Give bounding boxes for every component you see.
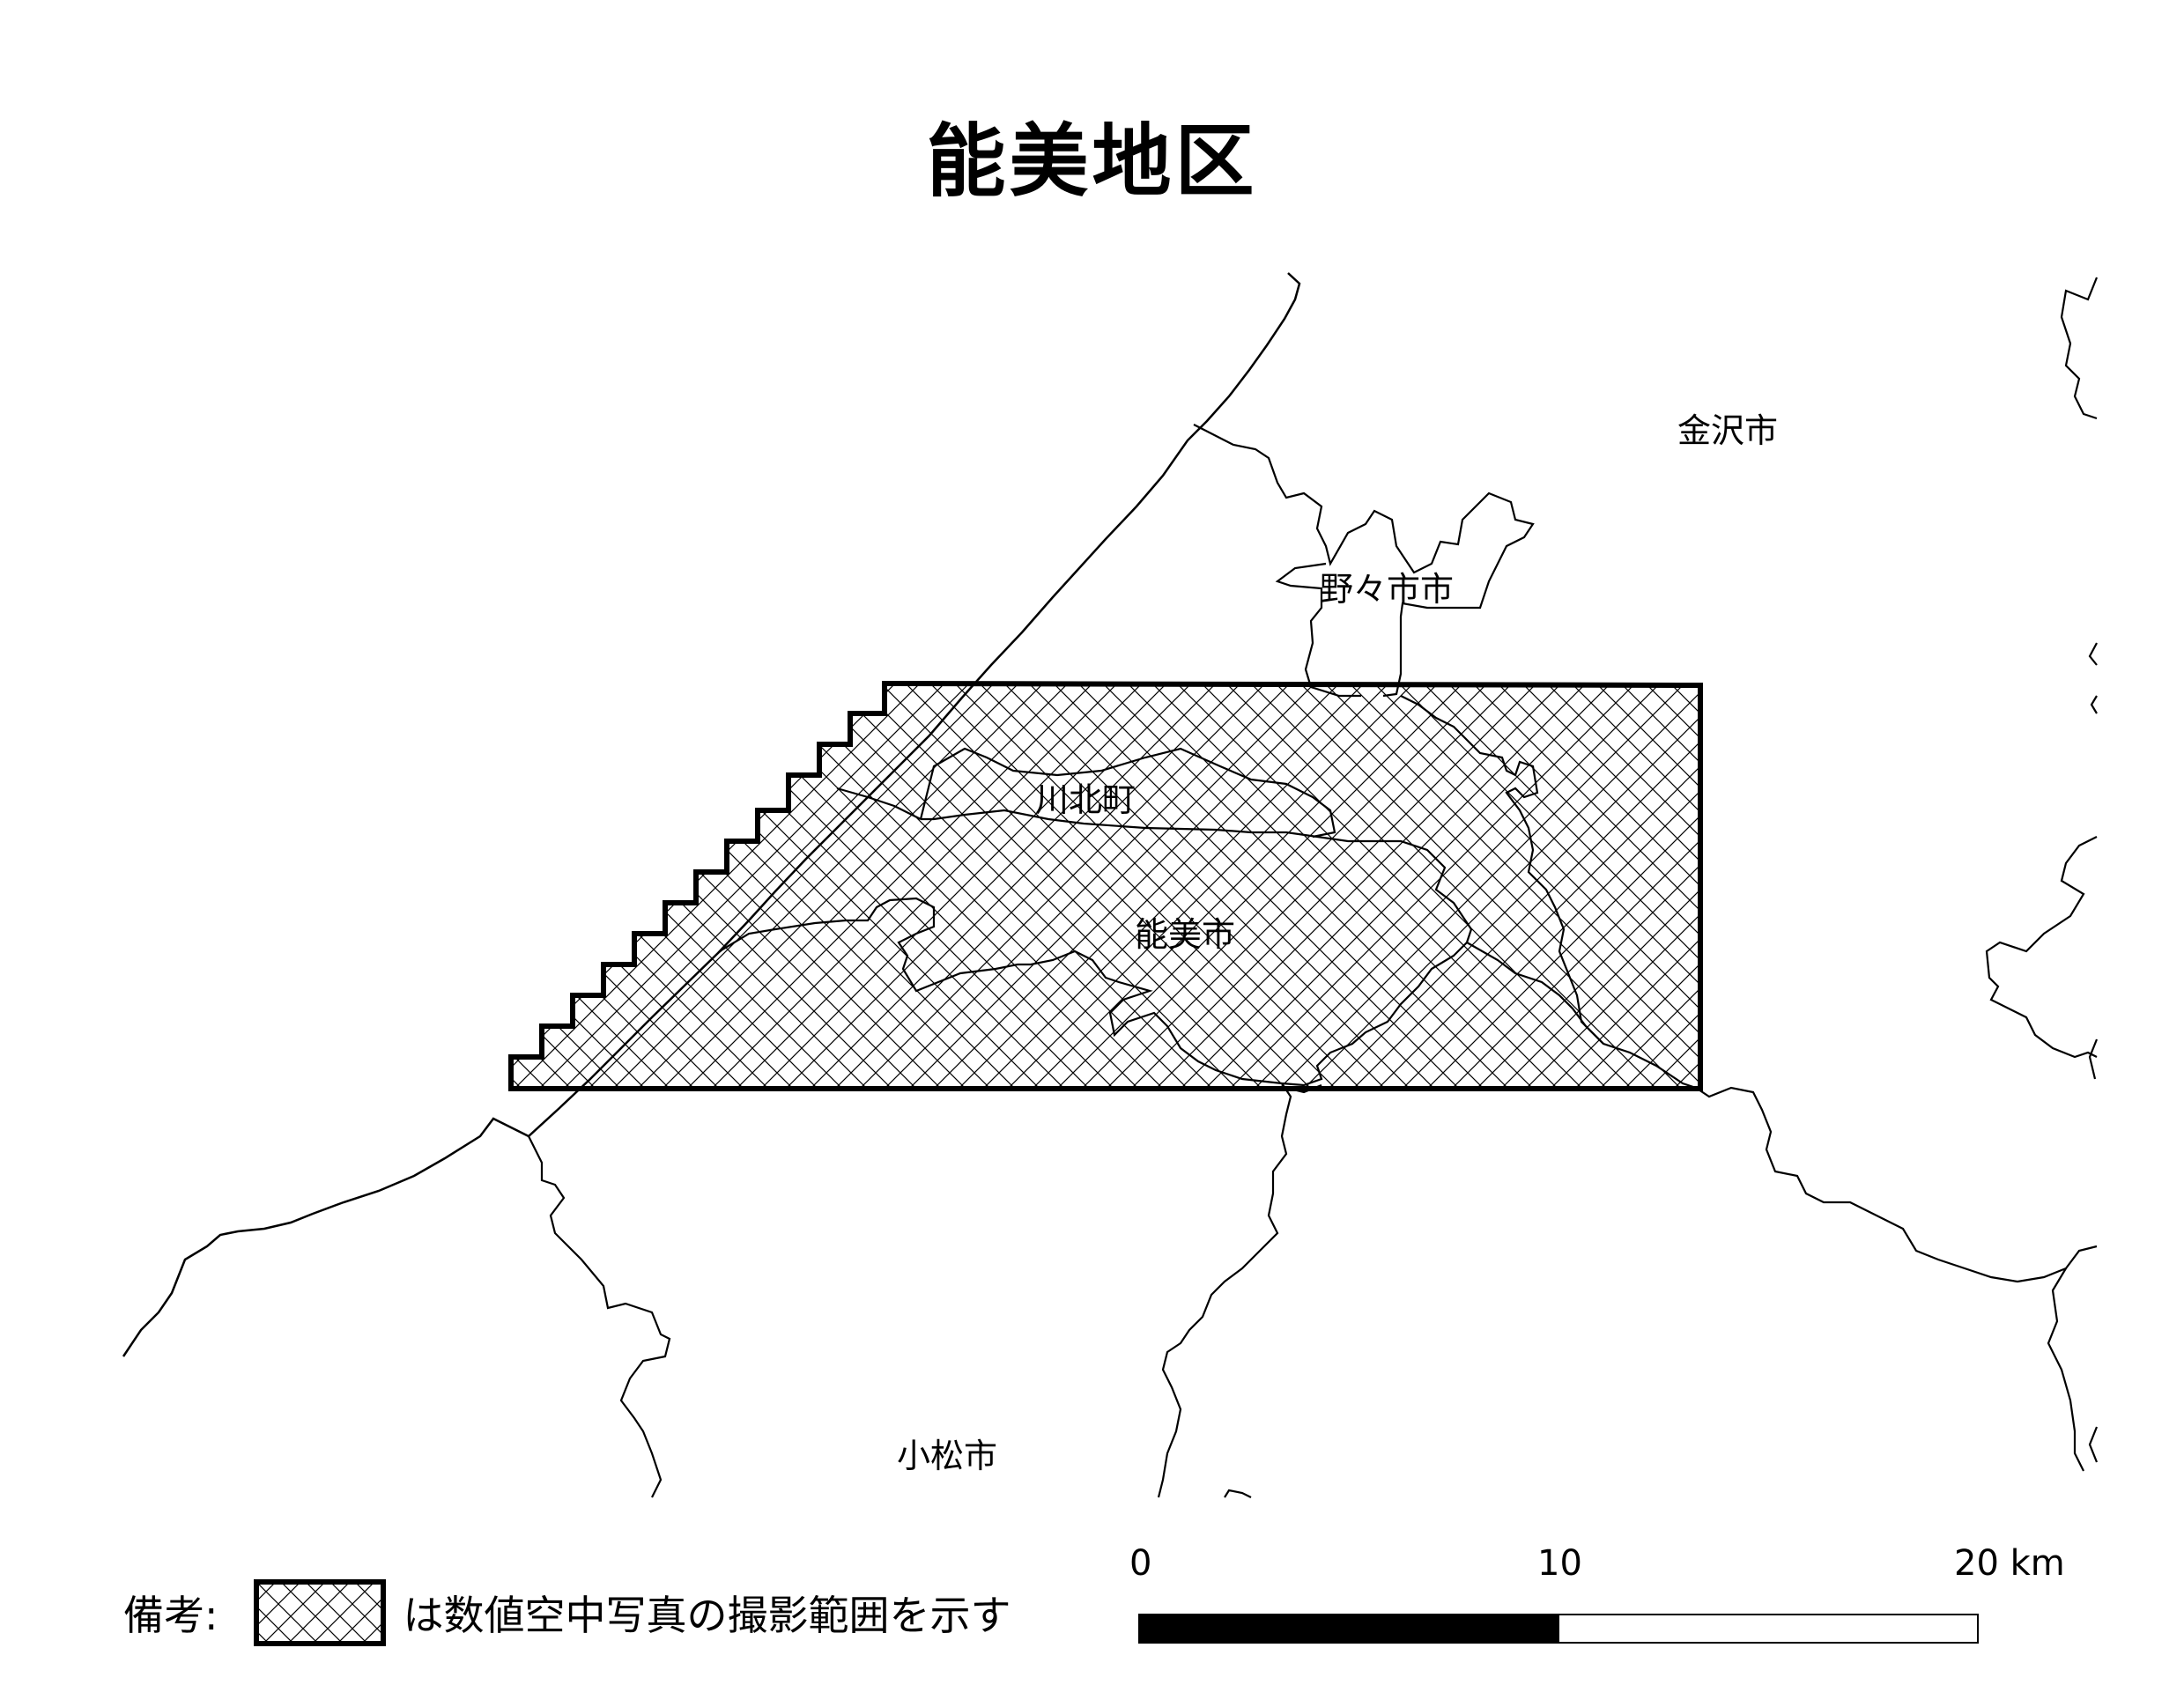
legend-text: は数値空中写真の撮影範囲を示す [403, 1592, 1011, 1639]
label-komatsu: 小松市 [897, 1437, 998, 1475]
label-kanazawa: 金沢市 [1677, 411, 1779, 450]
label-nomi: 能美市 [1135, 915, 1236, 954]
scale-bar-black-segment [1138, 1614, 1559, 1644]
scale-tick-10: 10 [1537, 1543, 1582, 1584]
scale-bar-white-segment [1558, 1614, 1979, 1644]
label-kawakita: 川北町 [1035, 780, 1136, 819]
scale-tick-20: 20 km [1954, 1543, 2065, 1584]
label-nonoichi: 野々市市 [1320, 570, 1455, 609]
scale-tick-0: 0 [1129, 1543, 1152, 1584]
legend-title: 備考: [123, 1592, 218, 1639]
map-title: 能美地区 [926, 115, 1258, 208]
legend: 備考: は数値空中写真の撮影範囲を示す [123, 1577, 1011, 1649]
legend-hatch-swatch [253, 1579, 386, 1646]
survey-area [508, 680, 1703, 1091]
